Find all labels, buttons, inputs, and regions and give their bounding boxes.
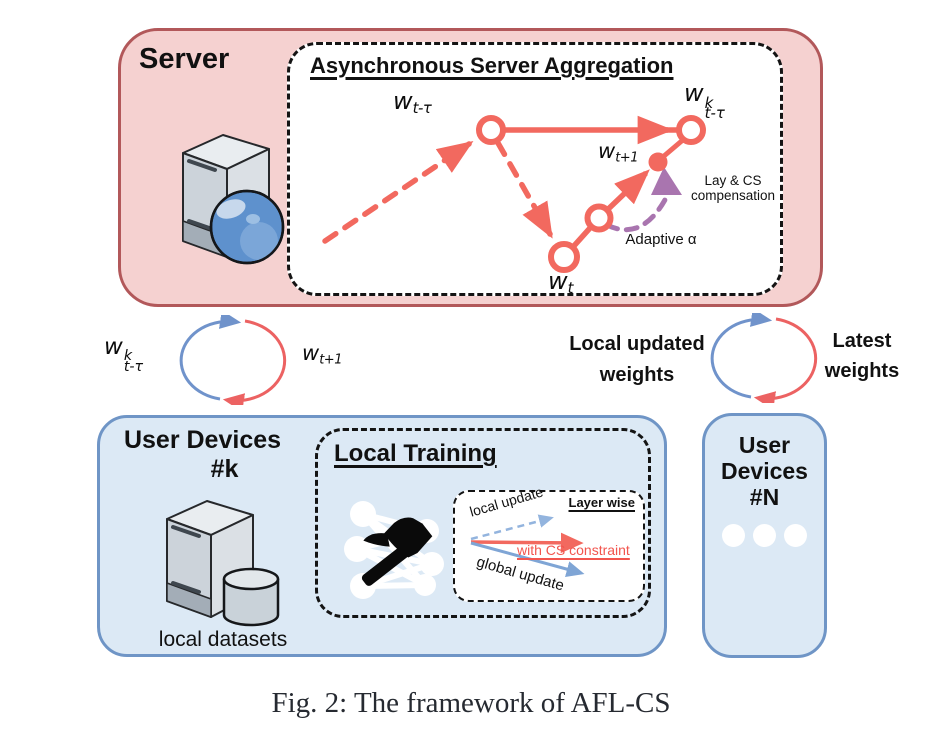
download-arrow-icon (222, 319, 287, 405)
global-update-arrow (470, 541, 585, 578)
user-devices-n-title: User Devices #N (721, 432, 808, 510)
user-devices-k-title: User Devices #k (123, 426, 282, 483)
upload-arrow-icon (710, 313, 773, 399)
download-weight-label: wt+1 (302, 341, 342, 368)
user-devices-n-box: User Devices #N (702, 413, 827, 658)
mid-node (584, 203, 614, 233)
aggregation-box: Asynchronous Server Aggregation (287, 42, 783, 298)
w-new-dot (648, 152, 668, 172)
local-datasets-label: local datasets (158, 628, 288, 651)
download-arrow-icon (753, 317, 818, 403)
upload-arrow-icon (179, 315, 242, 401)
server-icon (182, 134, 285, 265)
w-current-label: wt (548, 267, 574, 298)
adaptive-alpha-arc (604, 195, 669, 233)
compensation-label: Lay & CS compensation (690, 173, 776, 203)
w-stale-node (476, 115, 506, 145)
incoming-update-arrow (322, 141, 474, 244)
update-direction-arrows (470, 514, 585, 578)
w-stale-label: wt-τ (393, 87, 432, 118)
exchange-cycle-left (179, 315, 287, 405)
layer-wise-title: Layer wise (568, 495, 636, 510)
database-cylinder-icon (222, 567, 280, 627)
hammer-icon (361, 517, 433, 586)
globe-icon (209, 189, 285, 265)
aggregation-title: Asynchronous Server Aggregation (310, 53, 674, 78)
user-devices-k-box: User Devices #k local datasets Local Tra… (97, 415, 667, 657)
server-title: Server (139, 43, 230, 75)
adaptive-alpha-label: Adaptive α (625, 231, 697, 248)
exchange-cycle-right (710, 313, 818, 403)
ellipsis-dot (722, 524, 745, 547)
figure-caption: Fig. 2: The framework of AFL-CS (271, 687, 671, 719)
layer-wise-box: Layer wise local update with CS constrai… (453, 483, 645, 602)
local-update-arrow (470, 514, 554, 541)
weight-trajectory-plot (322, 115, 706, 273)
local-updated-weights-label: Local updated weights (569, 333, 705, 386)
stale-drift-arrow (495, 140, 553, 239)
cs-constraint-arrow (470, 532, 584, 554)
aggregated-update-arrow (601, 169, 650, 216)
ellipsis-dot (753, 524, 776, 547)
local-training-title: Local Training (334, 440, 497, 467)
device-icon (166, 500, 280, 627)
w-stale-k-node (676, 115, 706, 145)
local-training-box: Local Training (315, 428, 651, 618)
server-box: Server Asynchronous Server Aggregat (118, 28, 823, 307)
compensation-triangle (651, 167, 682, 195)
cs-constraint-label: with CS constraint (517, 542, 630, 558)
latest-weights-label: Latest weights (824, 330, 900, 382)
w-new-label: wt+1 (598, 139, 638, 166)
neural-network-icon (344, 501, 444, 599)
w-current-node (548, 241, 580, 273)
ellipsis-dots-icon (705, 524, 824, 552)
ellipsis-dot (784, 524, 807, 547)
